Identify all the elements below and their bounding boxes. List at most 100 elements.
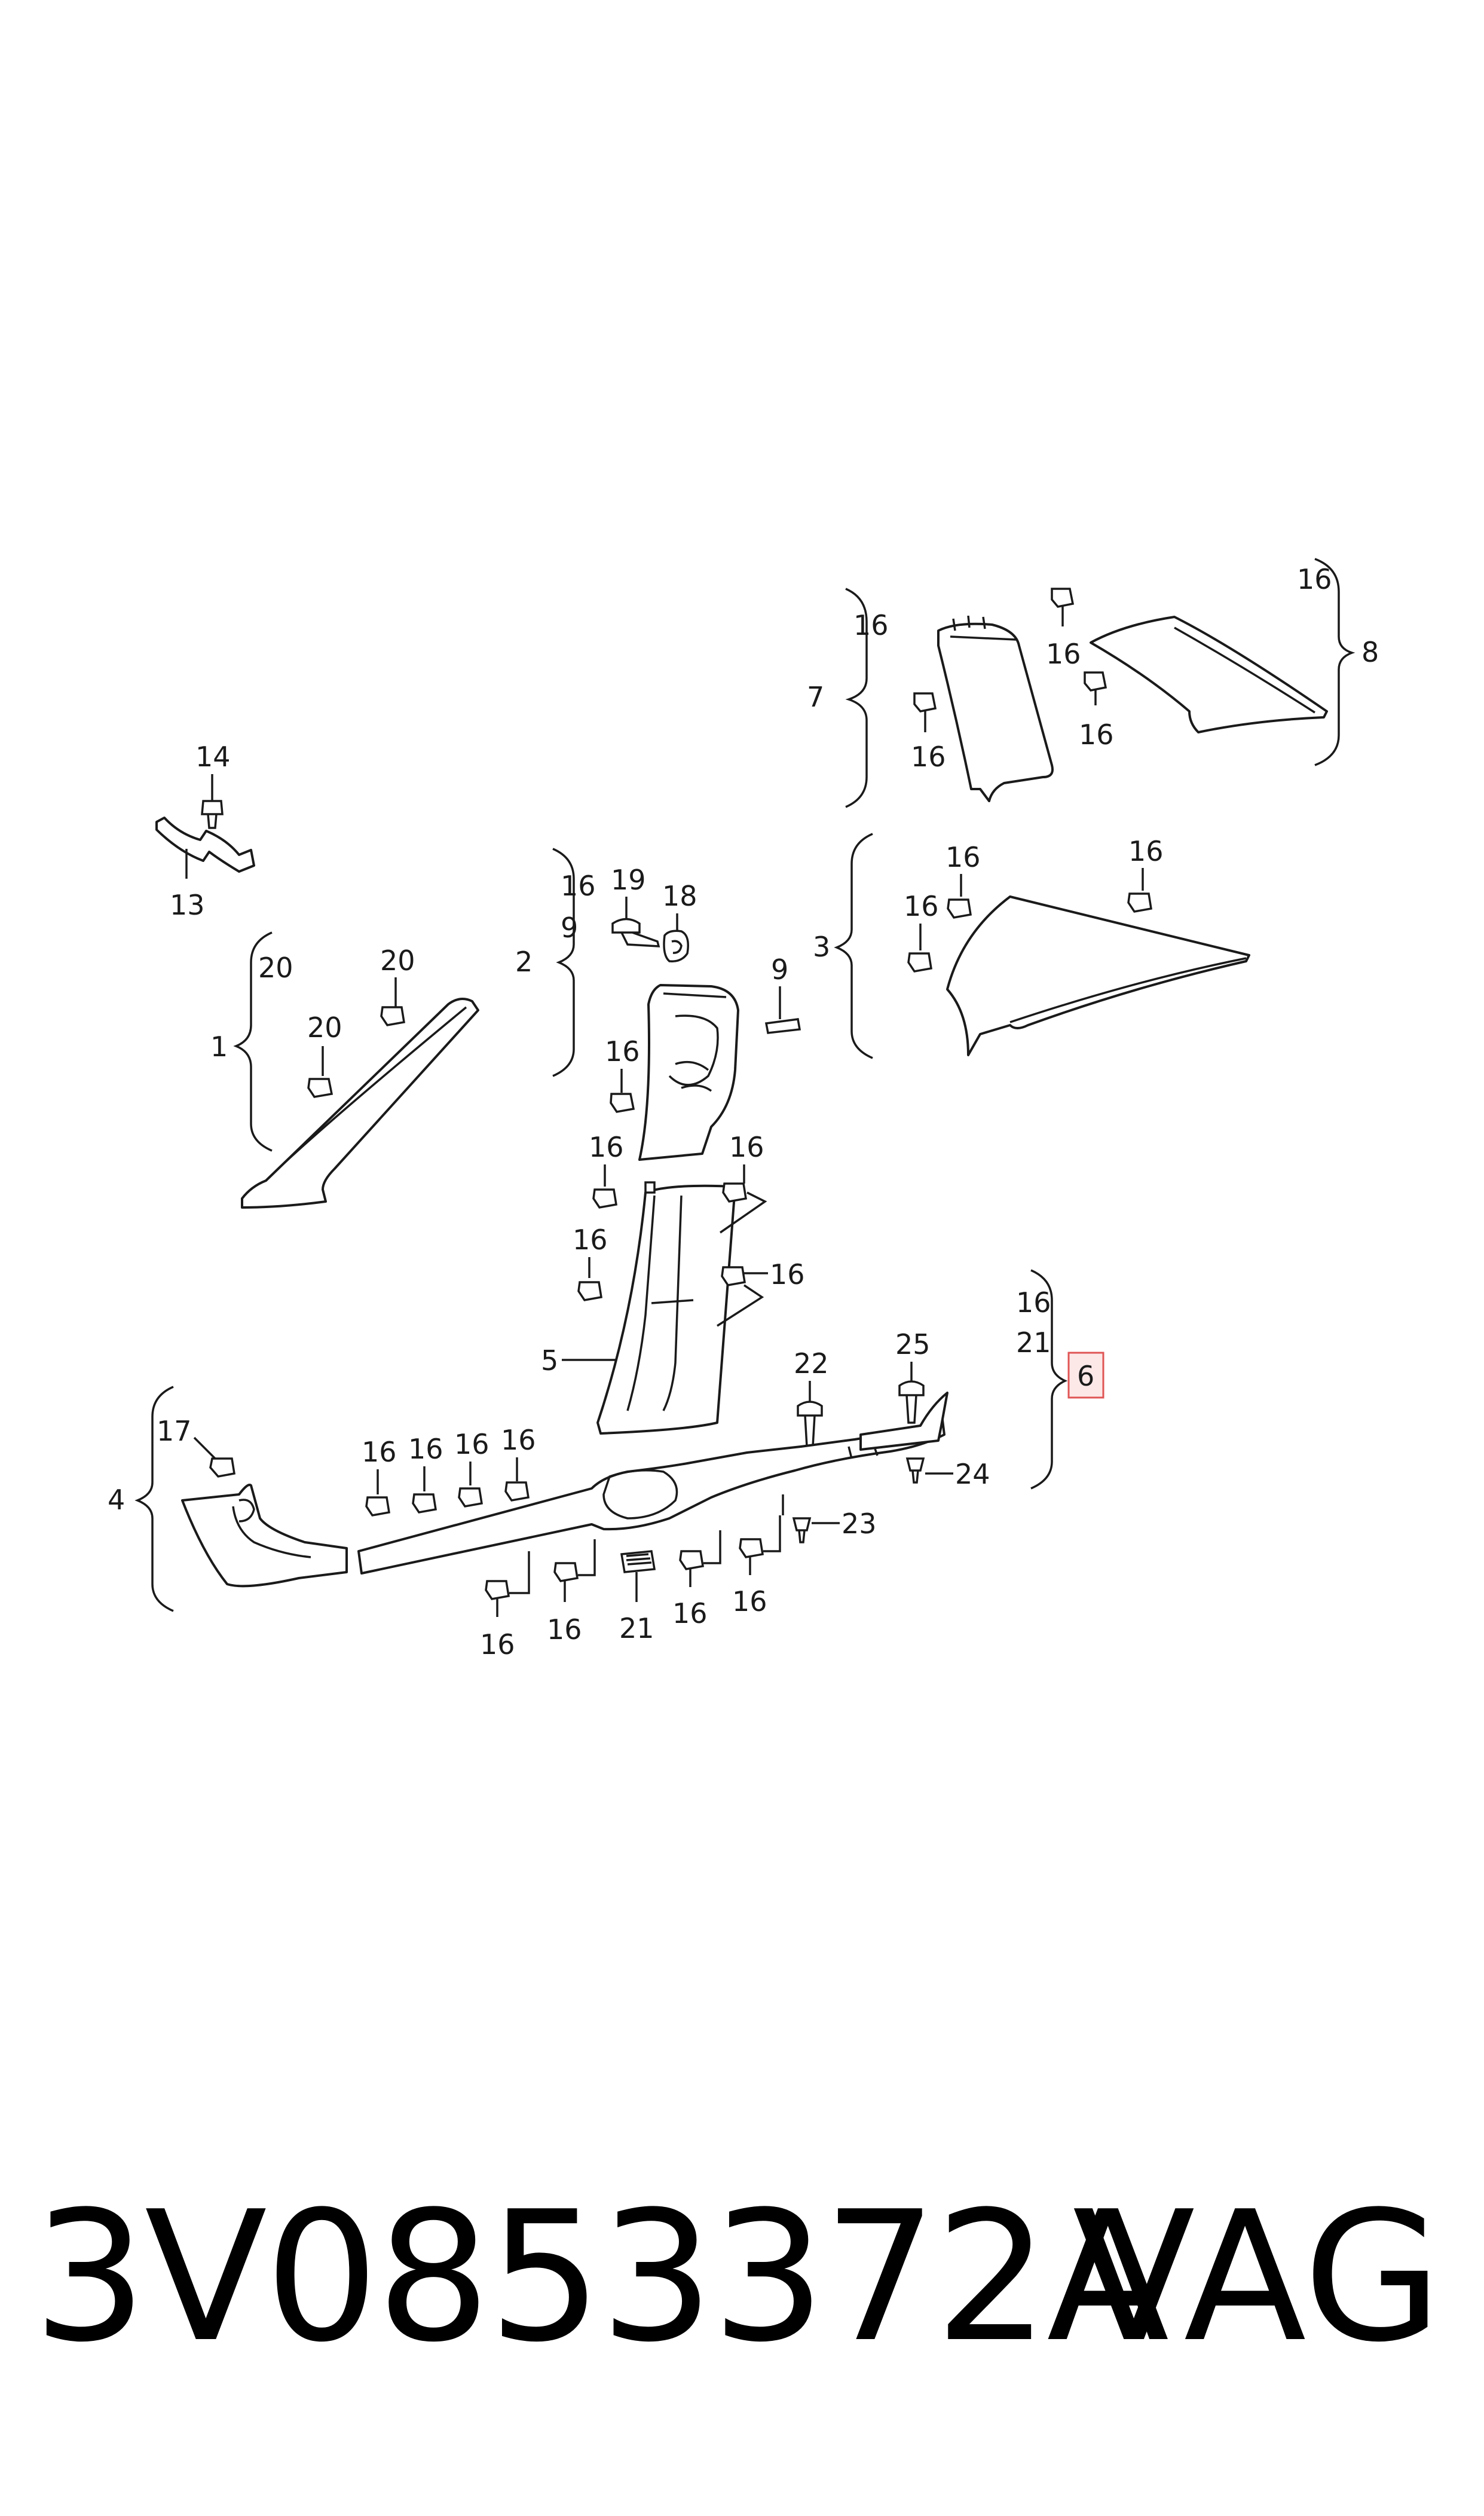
bracket-13 <box>155 817 255 873</box>
strip-9 <box>764 1018 801 1034</box>
b-pillar-lower-detail <box>626 1195 694 1411</box>
clip-16 <box>721 1266 746 1286</box>
callout-16: 16 <box>1016 1286 1051 1319</box>
callout-24: 24 <box>955 1458 990 1490</box>
callout-16: 16 <box>408 1433 443 1465</box>
clip-16 <box>679 1550 704 1570</box>
bracket-1 <box>233 931 273 1152</box>
b-pillar-upper-detail <box>663 992 727 1092</box>
clip-16 <box>907 952 932 973</box>
clip-16 <box>1127 892 1152 913</box>
quarter-trim-lower <box>946 895 1250 1056</box>
callout-14: 14 <box>195 741 231 773</box>
callout-16: 16 <box>770 1258 805 1291</box>
leader-17 <box>193 1436 216 1460</box>
callout-4: 4 <box>108 1484 125 1516</box>
clip-16 <box>592 1188 617 1209</box>
callout-1: 1 <box>210 1031 228 1063</box>
callout-16: 16 <box>729 1131 764 1163</box>
callout-19: 19 <box>611 864 646 896</box>
callout-16: 16 <box>672 1597 708 1630</box>
clip-8a <box>1051 588 1075 608</box>
bracket-3 <box>834 833 873 1059</box>
a-pillar-trim <box>241 998 479 1209</box>
quarter-trim-upper <box>1090 616 1328 733</box>
leader-16-low <box>689 1530 721 1587</box>
footer: 3V0853372A VAG <box>0 2176 1484 2379</box>
quarter-trim-edge <box>1174 626 1315 714</box>
callout-16: 16 <box>732 1585 767 1618</box>
c-pillar-detail <box>950 615 1017 641</box>
callout-16: 16 <box>605 1035 640 1068</box>
clip-20b <box>380 1006 405 1026</box>
callout-7: 7 <box>807 681 824 713</box>
callout-21: 21 <box>619 1612 654 1644</box>
callout-21: 21 <box>1016 1326 1051 1359</box>
callout-16: 16 <box>561 870 596 902</box>
bracket-2 <box>552 848 575 1077</box>
callout-16: 16 <box>362 1436 397 1468</box>
quarter-trim-lower-edge <box>1009 957 1247 1023</box>
clip-16 <box>553 1562 579 1582</box>
leader-16-low <box>749 1515 781 1575</box>
callout-16: 16 <box>480 1628 515 1661</box>
callout-13: 13 <box>170 889 205 921</box>
callout-20: 20 <box>258 952 293 984</box>
clip-7 <box>913 692 937 713</box>
brand-label: VAG <box>1072 2173 1442 2382</box>
clip-16 <box>485 1580 510 1600</box>
callout-16: 16 <box>946 841 981 873</box>
screw-25 <box>898 1380 925 1424</box>
bracket-8 <box>1314 558 1356 766</box>
leader-16-bend <box>720 1191 767 1234</box>
callout-16: 16 <box>1297 563 1332 595</box>
callout-23: 23 <box>842 1508 877 1540</box>
b-pillar-lower-top <box>644 1181 656 1194</box>
clip-16 <box>739 1538 764 1558</box>
callout-9: 9 <box>771 953 788 986</box>
clip-16 <box>504 1481 530 1502</box>
callout-16: 16 <box>904 890 939 922</box>
fastener-23 <box>792 1517 812 1543</box>
callout-8: 8 <box>1361 636 1379 668</box>
callout-20: 20 <box>307 1011 342 1044</box>
callout-3: 3 <box>813 931 830 963</box>
clip-16 <box>947 898 972 919</box>
kick-panel <box>181 1484 348 1588</box>
clip-21-teeth <box>626 1553 652 1566</box>
bracket-6 <box>1030 1269 1068 1490</box>
callout-20: 20 <box>380 944 415 977</box>
clip-16 <box>458 1487 483 1508</box>
clip-8b <box>1084 671 1107 692</box>
leader-16-bend <box>717 1284 764 1327</box>
clip-18 <box>663 930 689 962</box>
callout-16: 16 <box>1046 638 1081 670</box>
clip-17 <box>209 1457 235 1478</box>
callout-17: 17 <box>157 1415 192 1447</box>
bracket-4 <box>134 1386 174 1612</box>
callout-16: 16 <box>501 1424 536 1456</box>
callout-2: 2 <box>515 946 533 978</box>
leader-16-low <box>564 1539 596 1602</box>
b-pillar-upper-slot <box>675 1060 709 1071</box>
callout-16: 16 <box>454 1428 489 1460</box>
b-pillar-upper <box>638 984 739 1161</box>
callout-16: 16 <box>547 1613 582 1646</box>
callout-22: 22 <box>794 1347 829 1380</box>
b-pillar-lower <box>596 1184 736 1435</box>
callout-16: 16 <box>853 609 889 641</box>
callout-16: 16 <box>1128 835 1164 867</box>
sill-end <box>859 1392 948 1451</box>
fastener-24 <box>905 1457 925 1484</box>
part-number: 3V0853372A <box>33 2173 1169 2382</box>
screw-22 <box>797 1401 823 1448</box>
callout-6: 6 <box>1077 1360 1094 1392</box>
bracket-7 <box>845 588 868 808</box>
c-pillar-trim <box>937 622 1054 802</box>
clip-16 <box>722 1182 747 1203</box>
clip-16 <box>412 1493 437 1514</box>
kick-panel-detail <box>232 1499 311 1558</box>
clip-16 <box>610 1093 635 1113</box>
callout-25: 25 <box>895 1328 931 1361</box>
callout-16: 16 <box>589 1131 624 1163</box>
